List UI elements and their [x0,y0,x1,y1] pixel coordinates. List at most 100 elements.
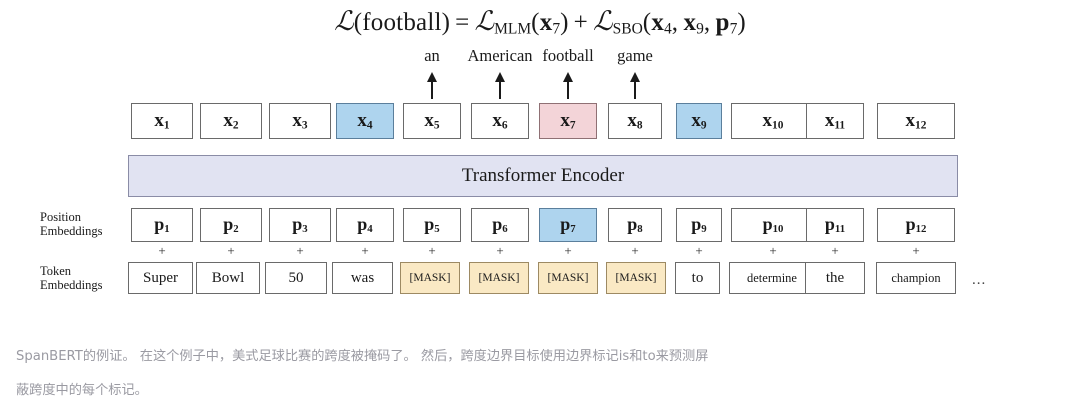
cell-label: p5 [424,214,440,236]
token-embedding-cell-10: determine [729,262,815,294]
position-embedding-cell-p4: p4 [336,208,394,242]
loss-symbol-sbo: ℒ [592,6,613,36]
cell-label: x5 [424,110,440,132]
token-embeddings-label-line2: Embeddings [40,277,103,292]
position-embeddings-label-line2: Embeddings [40,223,103,238]
output-embedding-cell-x9: x9 [676,103,722,139]
predicted-words-row: an American football game [0,46,1080,72]
cell-label: x12 [905,110,927,132]
plus-sign-6: + [496,243,504,258]
transformer-encoder-label: Transformer Encoder [461,165,625,186]
output-embedding-cell-x7: x7 [539,103,597,139]
position-embedding-cell-p7: p7 [539,208,597,242]
token-embedding-cell-1: Super [128,262,193,294]
figure-caption: SpanBERT的例证。 在这个例子中，美式足球比赛的跨度被掩码了。 然后，跨度… [16,340,1064,408]
output-embedding-cell-x8: x8 [608,103,662,139]
cell-label: p12 [905,214,927,236]
predicted-word-an: an [424,46,440,65]
cell-label: p10 [762,214,784,236]
plus-sign-2: + [227,243,235,258]
prediction-arrow-icon-football [561,71,575,99]
position-embedding-cell-p3: p3 [269,208,331,242]
cell-label: x7 [560,110,576,132]
plus-signs-row: ++++++++++++ [0,243,1080,259]
predicted-word-American: American [467,46,533,65]
token-embedding-cell-4: was [332,262,393,294]
token-text: [MASK] [478,272,520,284]
predicted-word-game: game [617,46,653,65]
cell-label: x11 [824,110,846,132]
loss-symbol-mlm: ℒ [474,6,495,36]
token-embedding-cell-6: [MASK] [469,262,529,294]
token-embedding-cell-12: champion [876,262,956,294]
cell-label: x6 [492,110,508,132]
token-text: to [691,269,704,286]
token-text: [MASK] [409,272,451,284]
plus-sign-4: + [361,243,369,258]
token-embedding-cell-11: the [805,262,865,294]
output-embeddings-row: x1 x2 x3 x4 x5 x6 x7 x8 x9 x10 x11 x12 [0,103,1080,139]
token-embeddings-label-line1: Token [40,264,72,278]
plus-sign-1: + [158,243,166,258]
plus-sign-3: + [296,243,304,258]
predicted-word-football: football [542,46,594,65]
cell-label: x3 [292,110,308,132]
token-text: 50 [288,269,304,286]
cell-label: x9 [691,110,707,132]
token-text: Bowl [211,269,245,286]
output-embedding-cell-x3: x3 [269,103,331,139]
plus-sign-12: + [912,243,920,258]
mlm-subscript: MLM [494,20,532,38]
cell-label: p8 [627,214,643,236]
position-embedding-cell-p9: p9 [676,208,722,242]
token-text: champion [891,270,941,285]
mlm-argument: (x7) [531,9,569,38]
token-embedding-cell-3: 50 [265,262,327,294]
token-embedding-cell-8: [MASK] [606,262,666,294]
cell-label: x8 [627,110,643,132]
sequence-ellipsis: ... [972,272,987,288]
output-embedding-cell-x6: x6 [471,103,529,139]
cell-label: p1 [154,214,170,236]
loss-symbol-main: ℒ [334,6,354,36]
formula-equals: = [455,9,470,36]
position-embedding-cell-p6: p6 [471,208,529,242]
plus-sign-10: + [769,243,777,258]
token-text: Super [143,269,178,286]
token-embedding-cell-9: to [675,262,720,294]
figure-caption-line-2: 蔽跨度中的每个标记。 [16,383,148,398]
formula-plus: + [573,9,588,36]
position-embedding-cell-p1: p1 [131,208,193,242]
output-embedding-cell-x4: x4 [336,103,394,139]
output-embedding-cell-x10: x10 [731,103,815,139]
encoder-layer: Transformer Encoder [0,155,1080,197]
cell-label: p11 [824,214,846,236]
token-text: was [350,269,375,286]
position-embedding-cell-p2: p2 [200,208,262,242]
cell-label: p7 [560,214,576,236]
position-embedding-cell-p11: p11 [806,208,864,242]
plus-sign-5: + [428,243,436,258]
prediction-arrow-icon-an [425,71,439,99]
cell-label: p2 [223,214,239,236]
position-embedding-cell-p5: p5 [403,208,461,242]
plus-sign-8: + [631,243,639,258]
formula-target-word: (football) [353,9,451,36]
position-embeddings-row: p1 p2 p3 p4 p5 p6 p7 p8 p9 p10 p11 p12 [0,208,1080,242]
output-embedding-cell-x1: x1 [131,103,193,139]
cell-label: x1 [154,110,170,132]
token-text: [MASK] [615,272,657,284]
position-embeddings-label-line1: Position [40,210,81,224]
cell-label: p3 [292,214,308,236]
output-embedding-cell-x11: x11 [806,103,864,139]
cell-label: p9 [691,214,707,236]
figure-caption-line-1: SpanBERT的例证。 在这个例子中，美式足球比赛的跨度被掩码了。 然后，跨度… [16,349,709,364]
position-embedding-cell-p8: p8 [608,208,662,242]
output-embedding-cell-x12: x12 [877,103,955,139]
token-text: the [825,269,845,286]
token-embedding-cell-5: [MASK] [400,262,460,294]
cell-label: x4 [357,110,373,132]
output-embedding-cell-x5: x5 [403,103,461,139]
cell-label: x2 [223,110,239,132]
